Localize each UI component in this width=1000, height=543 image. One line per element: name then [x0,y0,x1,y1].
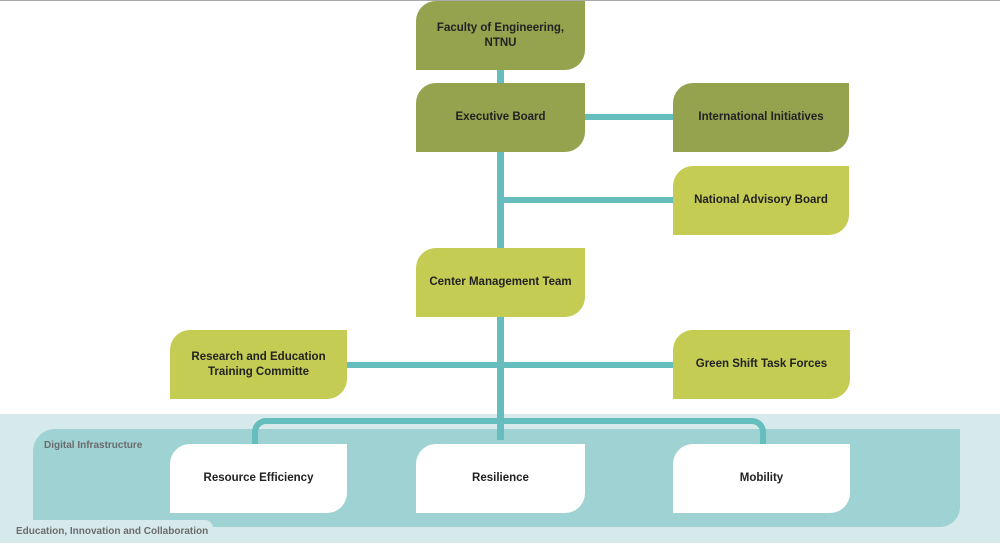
connector-international [584,114,674,120]
connector-committees [346,362,674,368]
node-resilience: Resilience [416,444,585,513]
node-national-advisory-board: National Advisory Board [673,166,849,235]
education-label: Education, Innovation and Collaboration [16,526,209,537]
node-mobility: Mobility [673,444,850,513]
education-label-tab [0,520,213,543]
node-faculty: Faculty of Engineering, NTNU [416,1,585,70]
top-border [0,0,1000,1]
connector-advisory [504,197,674,203]
node-center-management-team: Center Management Team [416,248,585,317]
node-international-initiatives: International Initiatives [673,83,849,152]
node-resource-efficiency: Resource Efficiency [170,444,347,513]
node-research-education-committee: Research and Education Training Committe [170,330,347,399]
digital-infrastructure-label: Digital Infrastructure [44,440,143,451]
node-executive-board: Executive Board [416,83,585,152]
connector-themes [252,418,766,444]
node-green-shift-task-forces: Green Shift Task Forces [673,330,850,399]
